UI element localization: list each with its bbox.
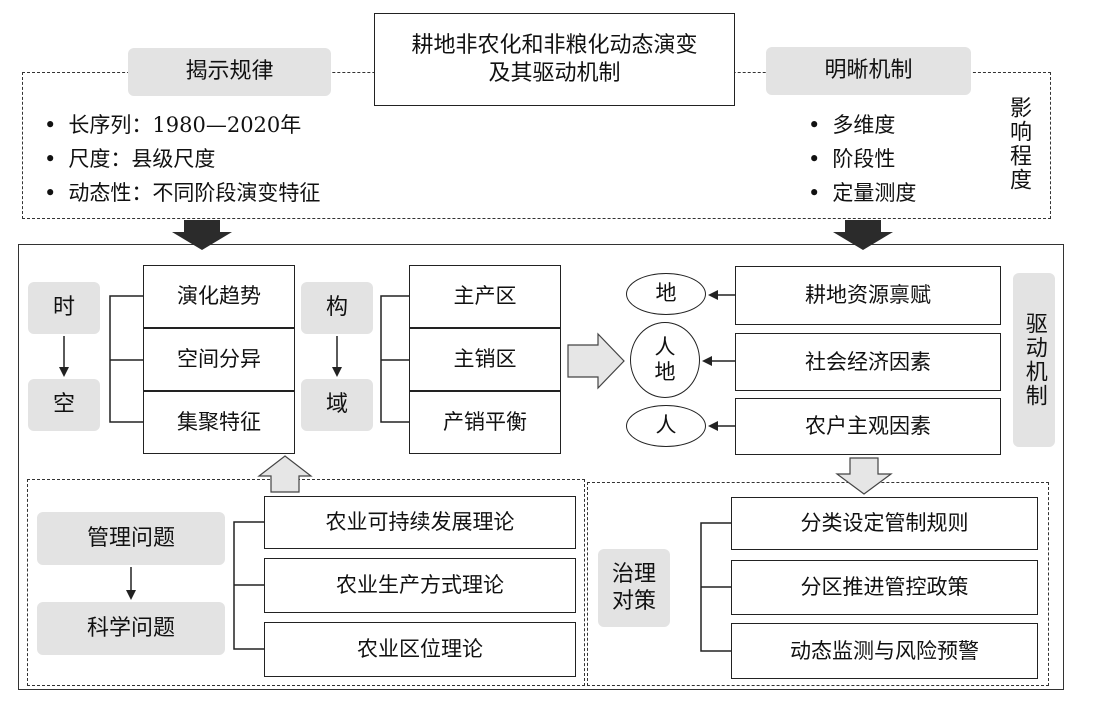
zoning-policy-box: 分区推进管控政策 — [731, 560, 1038, 615]
sustainable-development-theory-box: 农业可持续发展理论 — [264, 496, 576, 549]
bullet-long-series: 长序列：1980—2020年 — [44, 109, 301, 139]
middle-solid-frame — [18, 244, 1064, 690]
human-land-oval: 人 地 — [630, 322, 700, 398]
socioeconomic-factors-box: 社会经济因素 — [735, 333, 1001, 391]
spatial-differentiation-box: 空间分异 — [143, 328, 295, 391]
bullet-multi-dimension: 多维度 — [808, 109, 895, 139]
farmer-subjective-factors-box: 农户主观因素 — [735, 398, 1001, 455]
evolution-trend-box: 演化趋势 — [143, 265, 295, 328]
main-title: 耕地非农化和非粮化动态演变 及其驱动机制 — [374, 13, 735, 106]
bullet-scale: 尺度：县级尺度 — [44, 143, 215, 173]
land-resource-endowment-box: 耕地资源禀赋 — [735, 266, 1001, 325]
production-mode-theory-box: 农业生产方式理论 — [264, 558, 576, 613]
influence-degree-label: 影响程度 — [1006, 96, 1031, 192]
scientific-problem-label: 科学问题 — [37, 602, 225, 655]
space-label: 空 — [28, 379, 100, 431]
clarify-mechanism-label: 明晰机制 — [766, 47, 971, 95]
governance-dashed-frame — [587, 482, 1049, 686]
main-production-area-box: 主产区 — [409, 265, 561, 328]
location-theory-box: 农业区位理论 — [264, 622, 576, 677]
reveal-pattern-label: 揭示规律 — [128, 48, 331, 96]
bullet-quantitative: 定量测度 — [808, 177, 916, 207]
structure-label: 构 — [301, 282, 373, 334]
agglomeration-feature-box: 集聚特征 — [143, 391, 295, 454]
management-problem-label: 管理问题 — [37, 512, 225, 565]
domain-label: 域 — [301, 379, 373, 431]
balanced-area-box: 产销平衡 — [409, 391, 561, 454]
time-label: 时 — [28, 282, 100, 334]
bullet-stage: 阶段性 — [808, 143, 895, 173]
governance-label: 治理 对策 — [598, 549, 670, 627]
monitoring-warning-box: 动态监测与风险预警 — [731, 623, 1038, 679]
classification-rules-box: 分类设定管制规则 — [731, 497, 1038, 550]
main-sales-area-box: 主销区 — [409, 328, 561, 391]
land-oval: 地 — [626, 273, 706, 315]
driving-mechanism-label: 驱动机制 — [1013, 273, 1055, 447]
bullet-dynamic: 动态性：不同阶段演变特征 — [44, 177, 320, 207]
human-oval: 人 — [626, 405, 706, 447]
